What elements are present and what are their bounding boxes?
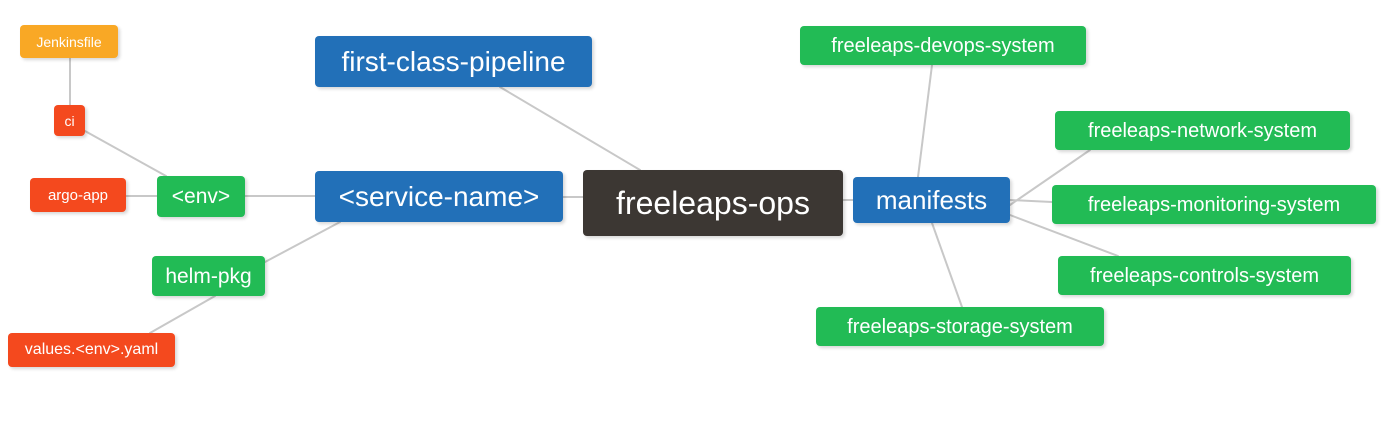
node-label-freeleaps-network-system: freeleaps-network-system bbox=[1088, 119, 1317, 142]
mindmap-node-freeleaps-monitoring-system[interactable]: freeleaps-monitoring-system bbox=[1052, 185, 1376, 224]
node-label-argo-app: argo-app bbox=[47, 186, 109, 204]
mindmap-node-freeleaps-network-system[interactable]: freeleaps-network-system bbox=[1055, 111, 1350, 150]
edge-ci-to-env bbox=[84, 130, 167, 177]
mindmap-node-values-yaml[interactable]: values.<env>.yaml bbox=[8, 333, 175, 367]
node-label-first-class-pipeline: first-class-pipeline bbox=[341, 45, 566, 77]
mindmap-node-env[interactable]: <env> bbox=[157, 176, 245, 217]
node-label-values-yaml: values.<env>.yaml bbox=[24, 341, 159, 358]
node-label-freeleaps-monitoring-system: freeleaps-monitoring-system bbox=[1087, 193, 1341, 216]
node-label-ci: ci bbox=[64, 112, 75, 129]
node-label-service-name: <service-name> bbox=[338, 180, 540, 212]
edge-manifests-to-freeleaps-storage-system bbox=[931, 222, 963, 308]
mindmap-node-jenkinsfile[interactable]: Jenkinsfile bbox=[20, 25, 118, 58]
mindmap-node-ci[interactable]: ci bbox=[54, 105, 85, 136]
node-label-env: <env> bbox=[171, 185, 231, 208]
edge-manifests-to-freeleaps-monitoring-system bbox=[1009, 199, 1053, 203]
edge-first-class-pipeline-to-freeleaps-ops bbox=[499, 86, 641, 171]
node-label-freeleaps-storage-system: freeleaps-storage-system bbox=[847, 315, 1073, 338]
mindmap-node-manifests[interactable]: manifests bbox=[853, 177, 1010, 223]
node-label-freeleaps-ops: freeleaps-ops bbox=[616, 185, 810, 221]
mindmap-node-freeleaps-storage-system[interactable]: freeleaps-storage-system bbox=[816, 307, 1104, 346]
node-label-jenkinsfile: Jenkinsfile bbox=[36, 33, 102, 50]
node-label-freeleaps-devops-system: freeleaps-devops-system bbox=[831, 34, 1055, 57]
mindmap-node-freeleaps-controls-system[interactable]: freeleaps-controls-system bbox=[1058, 256, 1351, 295]
mindmap-node-freeleaps-devops-system[interactable]: freeleaps-devops-system bbox=[800, 26, 1086, 65]
mindmap-node-helm-pkg[interactable]: helm-pkg bbox=[152, 256, 265, 296]
node-label-manifests: manifests bbox=[875, 185, 988, 215]
edge-helm-pkg-to-service-name bbox=[264, 221, 341, 263]
mindmap-node-service-name[interactable]: <service-name> bbox=[315, 171, 563, 222]
mindmap-node-first-class-pipeline[interactable]: first-class-pipeline bbox=[315, 36, 592, 87]
mindmap-node-argo-app[interactable]: argo-app bbox=[30, 178, 126, 212]
node-label-helm-pkg: helm-pkg bbox=[165, 264, 252, 288]
edge-manifests-to-freeleaps-network-system bbox=[1009, 149, 1091, 206]
mindmap-node-freeleaps-ops[interactable]: freeleaps-ops bbox=[583, 170, 843, 236]
node-label-freeleaps-controls-system: freeleaps-controls-system bbox=[1090, 264, 1319, 287]
edge-manifests-to-freeleaps-controls-system bbox=[1009, 214, 1119, 257]
edge-values-yaml-to-helm-pkg bbox=[149, 295, 216, 334]
edge-manifests-to-freeleaps-devops-system bbox=[917, 64, 933, 178]
